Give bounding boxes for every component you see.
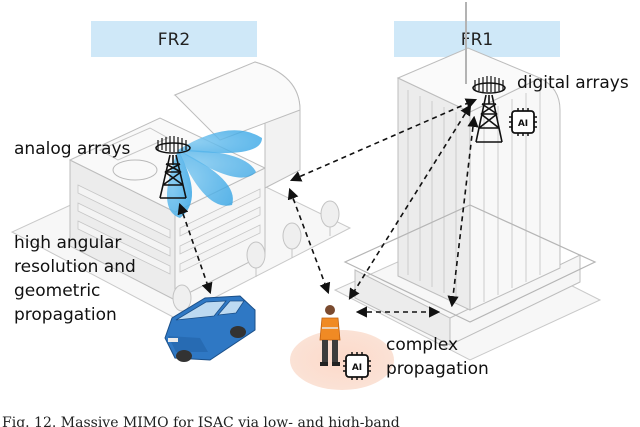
link-digital-ground [447, 115, 479, 308]
ai-chip-icon: AI [343, 352, 371, 380]
fr1-text: FR1 [461, 30, 493, 50]
fr1-band-label: FR1 [394, 21, 560, 57]
complex-propagation-label: complex propagation [386, 335, 489, 379]
digital-arrays-label: digital arrays [517, 73, 629, 93]
vehicle-icon [164, 295, 256, 362]
high-angular-line-1: high angular [14, 233, 121, 253]
link-building-person [287, 187, 331, 295]
complex-line-2: propagation [386, 359, 489, 379]
person-icon [319, 305, 341, 366]
ai-chip-text-bottom: AI [352, 363, 362, 373]
digital-tower-icon [472, 76, 506, 143]
high-angular-line-2: resolution and [14, 257, 136, 277]
complex-line-1: complex [386, 335, 458, 355]
fr2-band-label: FR2 [91, 21, 257, 57]
high-angular-label: high angular resolution and geometric pr… [14, 233, 136, 325]
analog-arrays-label: analog arrays [14, 139, 131, 159]
ai-chip-text-top: AI [518, 119, 528, 129]
fr2-text: FR2 [158, 30, 190, 50]
high-angular-line-4: propagation [14, 305, 117, 325]
right-building [333, 2, 602, 361]
figure-caption: Fig. 12. Massive MIMO for ISAC via low- … [2, 415, 400, 427]
high-angular-line-3: geometric [14, 281, 100, 301]
propagation-links [177, 98, 479, 318]
link-analog-vehicle [177, 202, 213, 295]
ai-chip-icon: AI [509, 108, 537, 136]
analog-tower-icon [155, 136, 191, 199]
user-zone [290, 330, 394, 390]
